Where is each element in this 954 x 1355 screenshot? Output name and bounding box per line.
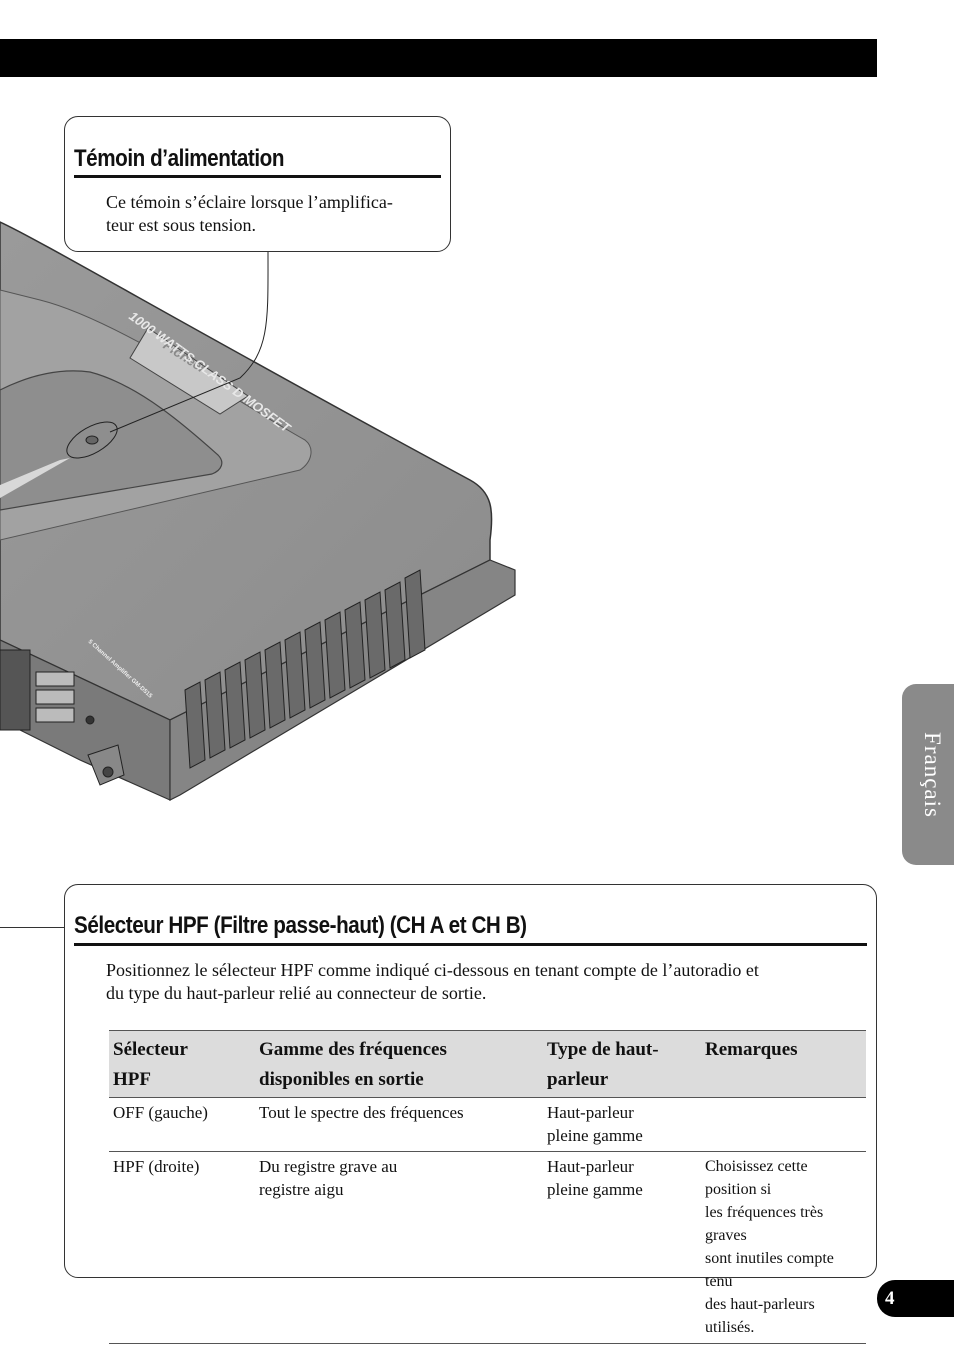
text-line: Ce témoin s’éclaire lorsque l’amplifica- [106, 192, 393, 212]
power-indicator-text: Ce témoin s’éclaire lorsque l’amplifica-… [106, 191, 393, 237]
cell-type: Haut-parleur pleine gamme [543, 1151, 701, 1344]
table-row: HPF (droite) Du registre grave au registr… [109, 1151, 866, 1344]
hpf-section-title: Sélecteur HPF (Filtre passe-haut) (CH A … [74, 912, 527, 939]
text-line: du type du haut-parleur relié au connect… [106, 983, 487, 1003]
cell-line: Haut-parleur [547, 1103, 634, 1122]
power-indicator-title: Témoin d’alimentation [74, 145, 285, 172]
cell-line: les fréquences très graves [705, 1204, 824, 1244]
page-number: 4 [877, 1280, 954, 1317]
header-remarks: Remarques [701, 1030, 866, 1098]
hpf-intro-text: Positionnez le sélecteur HPF comme indiq… [106, 959, 866, 1005]
cell-line: pleine gamme [547, 1126, 643, 1145]
cell-range: Tout le spectre des fréquences [255, 1097, 543, 1152]
amplifier-light-strip [0, 458, 70, 498]
power-indicator-callout: Témoin d’alimentation Ce témoin s’éclair… [64, 116, 451, 252]
cell-line: sont inutiles compte tenu [705, 1250, 834, 1290]
header-line: Type de haut- [547, 1039, 659, 1060]
header-line: disponibles en sortie [259, 1069, 424, 1090]
language-tab: Français [902, 684, 954, 865]
heatsink-fins [184, 569, 426, 769]
table-row: OFF (gauche) Tout le spectre des fréquen… [109, 1097, 866, 1152]
cell-remarks [701, 1097, 866, 1152]
header-bar [0, 39, 877, 77]
header-frequency-range: Gamme des fréquences disponibles en sorti… [255, 1030, 543, 1098]
led-highlight-ring [66, 421, 118, 459]
cell-line: Du registre grave au [259, 1157, 398, 1176]
amplifier-illustration: Pioneer 1000 WATTS CLASS D MOSFET 5 Chan… [0, 221, 516, 801]
header-line: HPF [113, 1069, 151, 1090]
cell-remarks: Choisissez cette position si les fréquen… [701, 1151, 866, 1344]
cell-line: Haut-parleur [547, 1157, 634, 1176]
header-line: Gamme des fréquences [259, 1039, 447, 1060]
cell-line: registre aigu [259, 1180, 344, 1199]
cell-range: Du registre grave au registre aigu [255, 1151, 543, 1344]
text-line: teur est sous tension. [106, 215, 256, 235]
header-speaker-type: Type de haut-parleur [543, 1030, 701, 1098]
cell-line: Choisissez cette position si [705, 1158, 808, 1198]
cell-line: des haut-parleurs utilisés. [705, 1296, 815, 1336]
cell-line: pleine gamme [547, 1180, 643, 1199]
fuse-block [0, 649, 125, 786]
language-tab-label: Français [920, 731, 945, 818]
cell-type: Haut-parleur pleine gamme [543, 1097, 701, 1152]
amplifier-recess [0, 370, 223, 511]
cell-line: Tout le spectre des fréquences [259, 1103, 464, 1122]
header-line: Sélecteur [113, 1039, 188, 1060]
power-indicator-led [85, 435, 99, 445]
cell-selector: HPF (droite) [109, 1151, 255, 1344]
cell-selector: OFF (gauche) [109, 1097, 255, 1152]
header-line: parleur [547, 1069, 609, 1090]
hpf-selector-callout: Sélecteur HPF (Filtre passe-haut) (CH A … [64, 884, 877, 1344]
brand-plate [129, 327, 249, 415]
callout-leader-line [109, 249, 269, 433]
title-rule [74, 175, 441, 178]
callout-leader [0, 927, 64, 928]
title-rule [74, 943, 867, 946]
text-line: Positionnez le sélecteur HPF comme indiq… [106, 960, 759, 980]
header-line: Remarques [705, 1039, 798, 1060]
